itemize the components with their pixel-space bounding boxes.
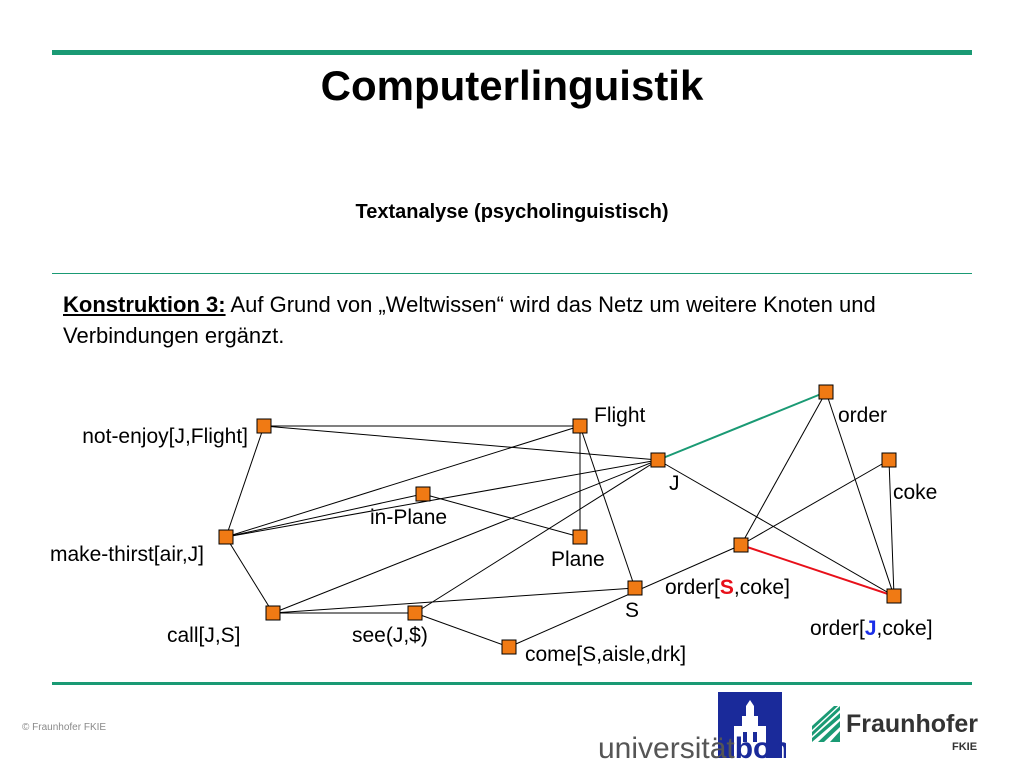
- network-nodes: [218, 384, 902, 655]
- edge-j-order-j: [657, 459, 895, 597]
- node-order-j: [886, 588, 902, 604]
- university-logo-building-icon: [734, 700, 766, 758]
- edge-order-s-order-j: [740, 544, 895, 597]
- label-order-j-part: J: [865, 617, 877, 640]
- edge-make-thirst-call: [225, 536, 274, 614]
- edge-not-enjoy-make-thirst: [225, 425, 265, 538]
- label-see: see(J,$): [352, 624, 428, 647]
- node-come: [501, 639, 517, 655]
- node-make-thirst: [218, 529, 234, 545]
- label-order-s-part: S: [720, 576, 734, 599]
- edge-call-s: [272, 587, 636, 614]
- edge-order-order-s: [740, 391, 827, 546]
- node-call: [265, 605, 281, 621]
- fraunhofer-name: Fraunhofer: [846, 710, 978, 738]
- fraunhofer-unit: FKIE: [952, 741, 977, 753]
- node-order: [818, 384, 834, 400]
- network-edges: [225, 391, 895, 648]
- label-flight: Flight: [594, 404, 646, 427]
- label-order-j-part: ,coke]: [877, 617, 933, 640]
- edge-j-see: [414, 459, 659, 614]
- slide-title: Computerlinguistik: [320, 62, 704, 109]
- university-name-prefix: universität: [598, 732, 735, 762]
- label-call: call[J,S]: [167, 624, 241, 647]
- university-bonn-logo: universitätbonn: [598, 692, 786, 762]
- intro-text: Auf Grund von „Weltwissen“ wird das Netz…: [63, 292, 876, 348]
- university-name: universitätbonn: [598, 732, 786, 762]
- edge-j-make-thirst: [225, 459, 659, 538]
- node-j: [650, 452, 666, 468]
- label-order-j-part: order[: [810, 617, 865, 640]
- node-flight: [572, 418, 588, 434]
- edge-flight-s: [579, 425, 636, 589]
- edge-see-come: [414, 612, 510, 648]
- edge-come-order-s: [508, 544, 742, 648]
- university-name-bold: bonn: [735, 732, 786, 762]
- middle-rule: [52, 273, 972, 274]
- edge-in-plane-make-thirst: [225, 493, 424, 538]
- label-in-plane: in-Plane: [370, 506, 447, 529]
- label-s: S: [625, 599, 639, 622]
- slide-subtitle: Textanalyse (psycholinguistisch): [355, 201, 669, 223]
- label-order-s-part: order[: [665, 576, 720, 599]
- edge-order-order-j: [825, 391, 895, 597]
- edge-j-call: [272, 459, 659, 614]
- label-plane: Plane: [551, 548, 605, 571]
- label-coke: coke: [893, 481, 937, 504]
- intro-paragraph: Konstruktion 3: Auf Grund von „Weltwisse…: [63, 289, 983, 351]
- node-in-plane: [415, 486, 431, 502]
- node-plane: [572, 529, 588, 545]
- node-s: [627, 580, 643, 596]
- fraunhofer-logo: Fraunhofer FKIE: [812, 706, 978, 753]
- node-coke: [881, 452, 897, 468]
- edge-coke-order-s: [740, 459, 890, 546]
- node-see: [407, 605, 423, 621]
- label-order-s: order[S,coke]: [665, 576, 790, 599]
- edge-j-order: [657, 391, 827, 461]
- edge-flight-make-thirst: [225, 425, 581, 538]
- edge-in-plane-plane: [422, 493, 581, 538]
- label-order-s-part: ,coke]: [734, 576, 790, 599]
- bottom-rule: [52, 682, 972, 685]
- copyright-notice: © Fraunhofer FKIE: [22, 722, 107, 733]
- node-order-s: [733, 537, 749, 553]
- top-rule: [52, 50, 972, 55]
- label-not-enjoy: not-enjoy[J,Flight]: [82, 425, 248, 448]
- label-order: order: [838, 404, 887, 427]
- intro-lead: Konstruktion 3:: [63, 292, 226, 317]
- node-not-enjoy: [256, 418, 272, 434]
- label-make-thirst: make-thirst[air,J]: [50, 543, 204, 566]
- label-order-j: order[J,coke]: [810, 617, 933, 640]
- edge-coke-order-j: [888, 459, 895, 597]
- label-j: J: [669, 472, 680, 495]
- label-come: come[S,aisle,drk]: [525, 643, 686, 666]
- fraunhofer-stripes-icon: [812, 706, 840, 742]
- edge-not-enjoy-j: [263, 425, 659, 461]
